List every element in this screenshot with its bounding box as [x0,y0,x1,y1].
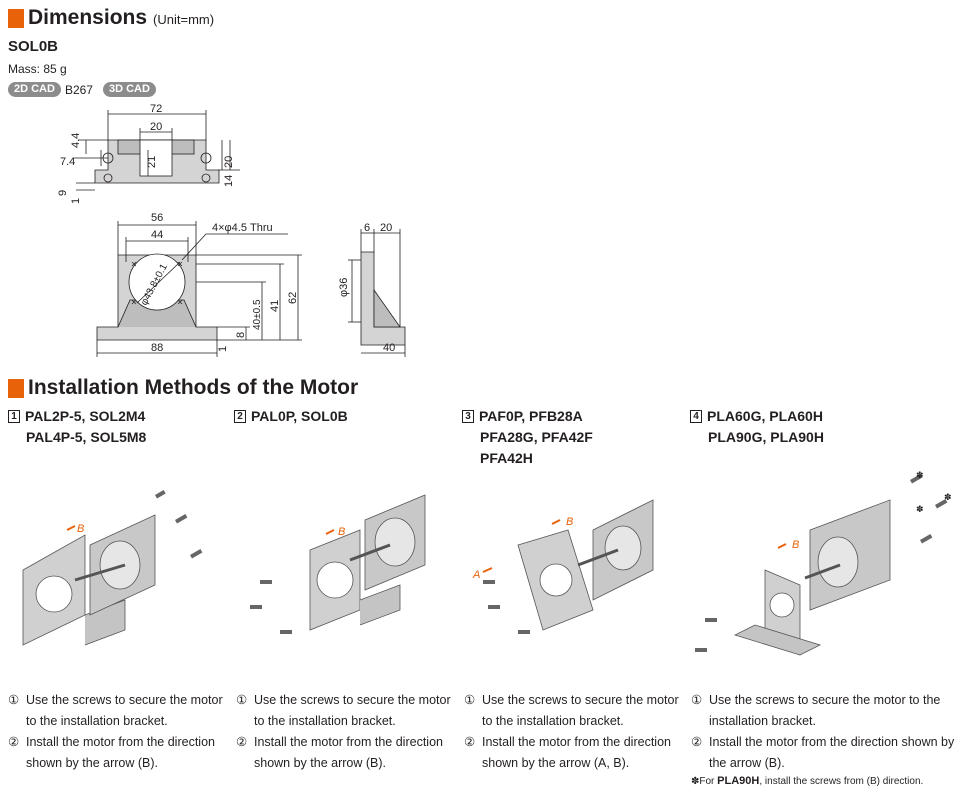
pla90h-note: ✽For PLA90H, install the screws from (B)… [691,775,924,787]
model-name: SOL0B [8,38,59,55]
arrow-b-label: B [77,523,84,535]
section-marker [8,9,24,28]
dim-62: 62 [287,292,299,304]
dim-4-4: 4.4 [70,133,82,148]
arrow-a-label: A [472,569,480,581]
dim-56: 56 [151,212,163,224]
arrow-b-label: B [338,526,345,538]
star-mark-3: ✽ [916,504,924,514]
cad-row: 2D CAD B267 3D CAD [8,82,160,97]
arrow-b-label: B [566,516,573,528]
dim-40-side: 40 [383,342,395,354]
dim-40-tol: 40±0.5 [252,299,263,330]
dim-6: 6 [364,222,370,234]
method-3-illustration: A B [472,499,654,634]
dim-44: 44 [151,229,163,241]
dimensions-header: Dimensions (Unit=mm) [8,7,214,28]
dimensions-title: Dimensions [28,6,148,29]
dim-20-right: 20 [223,156,235,168]
arrow-b-label: B [792,539,799,551]
dim-14: 14 [223,175,235,187]
dim-1: 1 [70,198,82,204]
dim-21: 21 [146,156,158,168]
star-mark-2: ✽ [944,492,952,502]
side-view-outline [360,251,406,346]
dim-9: 9 [57,190,69,196]
dim-88: 88 [151,342,163,354]
cad-code: B267 [64,82,93,97]
unit-label: (Unit=mm) [153,12,215,27]
section-marker-2 [8,379,24,398]
star-mark-1: ✽ [916,470,924,480]
dim-phi36: φ36 [338,278,350,297]
dim-72: 72 [150,103,162,115]
mass-label: Mass: 85 g [8,62,67,76]
dim-1-front: 1 [217,346,229,352]
cad-2d-button[interactable]: 2D CAD [8,82,61,97]
installation-header: Installation Methods of the Motor [8,377,358,398]
dim-7-4: 7.4 [60,156,75,168]
dim-20-side: 20 [380,222,392,234]
method-4-illustration: ✽ ✽ ✽ B [695,470,952,656]
hole-callout: 4×φ4.5 Thru [212,222,273,234]
dim-20: 20 [150,121,162,133]
installation-title: Installation Methods of the Motor [28,376,359,399]
dimension-drawing: 72 20 4.4 7.4 21 20 14 9 1 [57,103,406,357]
dim-41: 41 [269,300,281,312]
dim-8: 8 [235,332,247,338]
method-2-illustration: B [250,494,426,634]
method-1-illustration: B [22,490,203,646]
cad-3d-button[interactable]: 3D CAD [102,82,156,97]
